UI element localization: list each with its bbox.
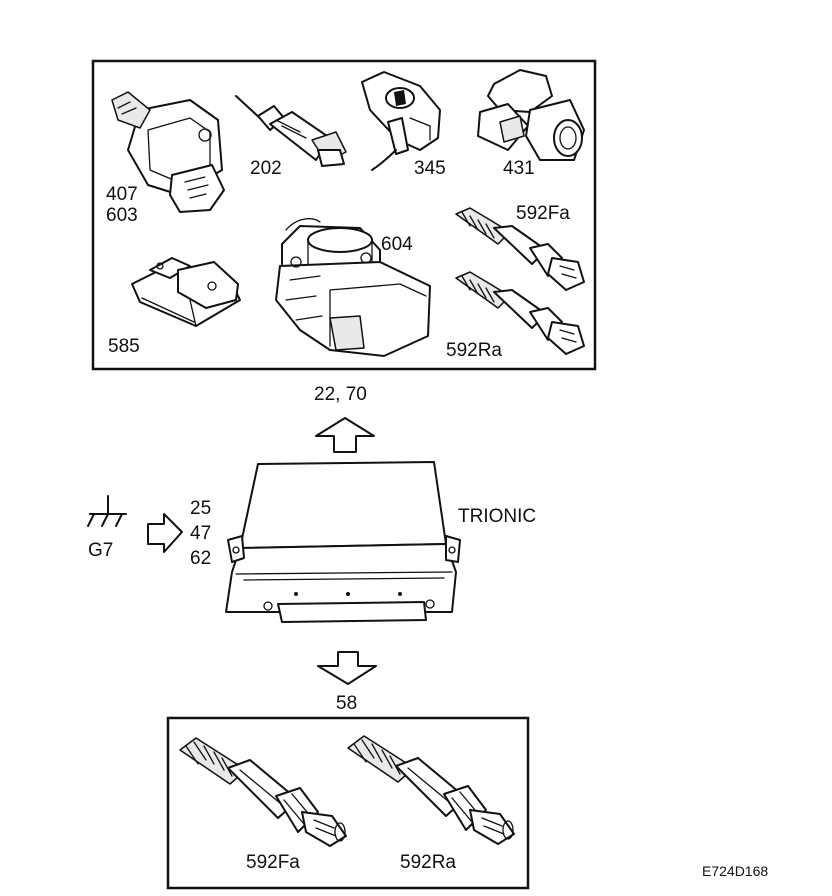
up-arrow-icon <box>315 417 375 453</box>
right-arrow-icon <box>147 513 183 553</box>
crank-sensor-icon <box>361 71 441 171</box>
ground-label: G7 <box>88 540 113 561</box>
label-592fa-bottom: 592Fa <box>246 852 300 873</box>
temperature-sensor-icon <box>235 95 347 167</box>
throttle-body-icon <box>275 218 431 357</box>
ecu-label: TRIONIC <box>458 506 536 527</box>
label-585: 585 <box>108 336 140 357</box>
input-pin-3: 62 <box>190 548 211 569</box>
figure-code: E724D168 <box>702 863 768 879</box>
label-outputs-bottom: 58 <box>336 693 357 714</box>
label-431: 431 <box>503 158 535 179</box>
label-outputs-top: 22, 70 <box>314 384 367 405</box>
input-pin-1: 25 <box>190 498 211 519</box>
input-pin-2: 47 <box>190 523 211 544</box>
ground-icon <box>87 495 127 527</box>
label-345: 345 <box>414 158 446 179</box>
lambda-sensor-rear-icon <box>455 271 585 355</box>
label-592ra-bottom: 592Ra <box>400 852 456 873</box>
lambda-sensor-box <box>166 716 530 890</box>
pressure-sensor-icon <box>111 91 225 213</box>
label-604: 604 <box>381 234 413 255</box>
label-603: 603 <box>106 205 138 226</box>
label-202: 202 <box>250 158 282 179</box>
lambda-sensor-front-large-icon <box>179 737 347 847</box>
label-592fa-top: 592Fa <box>516 203 570 224</box>
lambda-sensor-rear-large-icon <box>347 735 515 845</box>
sensor-group-box <box>91 59 597 371</box>
cam-sensor-icon <box>477 69 585 161</box>
down-arrow-icon <box>317 651 377 685</box>
ecu-unit-icon <box>225 461 461 623</box>
boost-sensor-icon <box>131 257 241 327</box>
label-592ra-top: 592Ra <box>446 340 502 361</box>
lambda-sensor-front-icon <box>455 207 585 291</box>
label-407: 407 <box>106 184 138 205</box>
